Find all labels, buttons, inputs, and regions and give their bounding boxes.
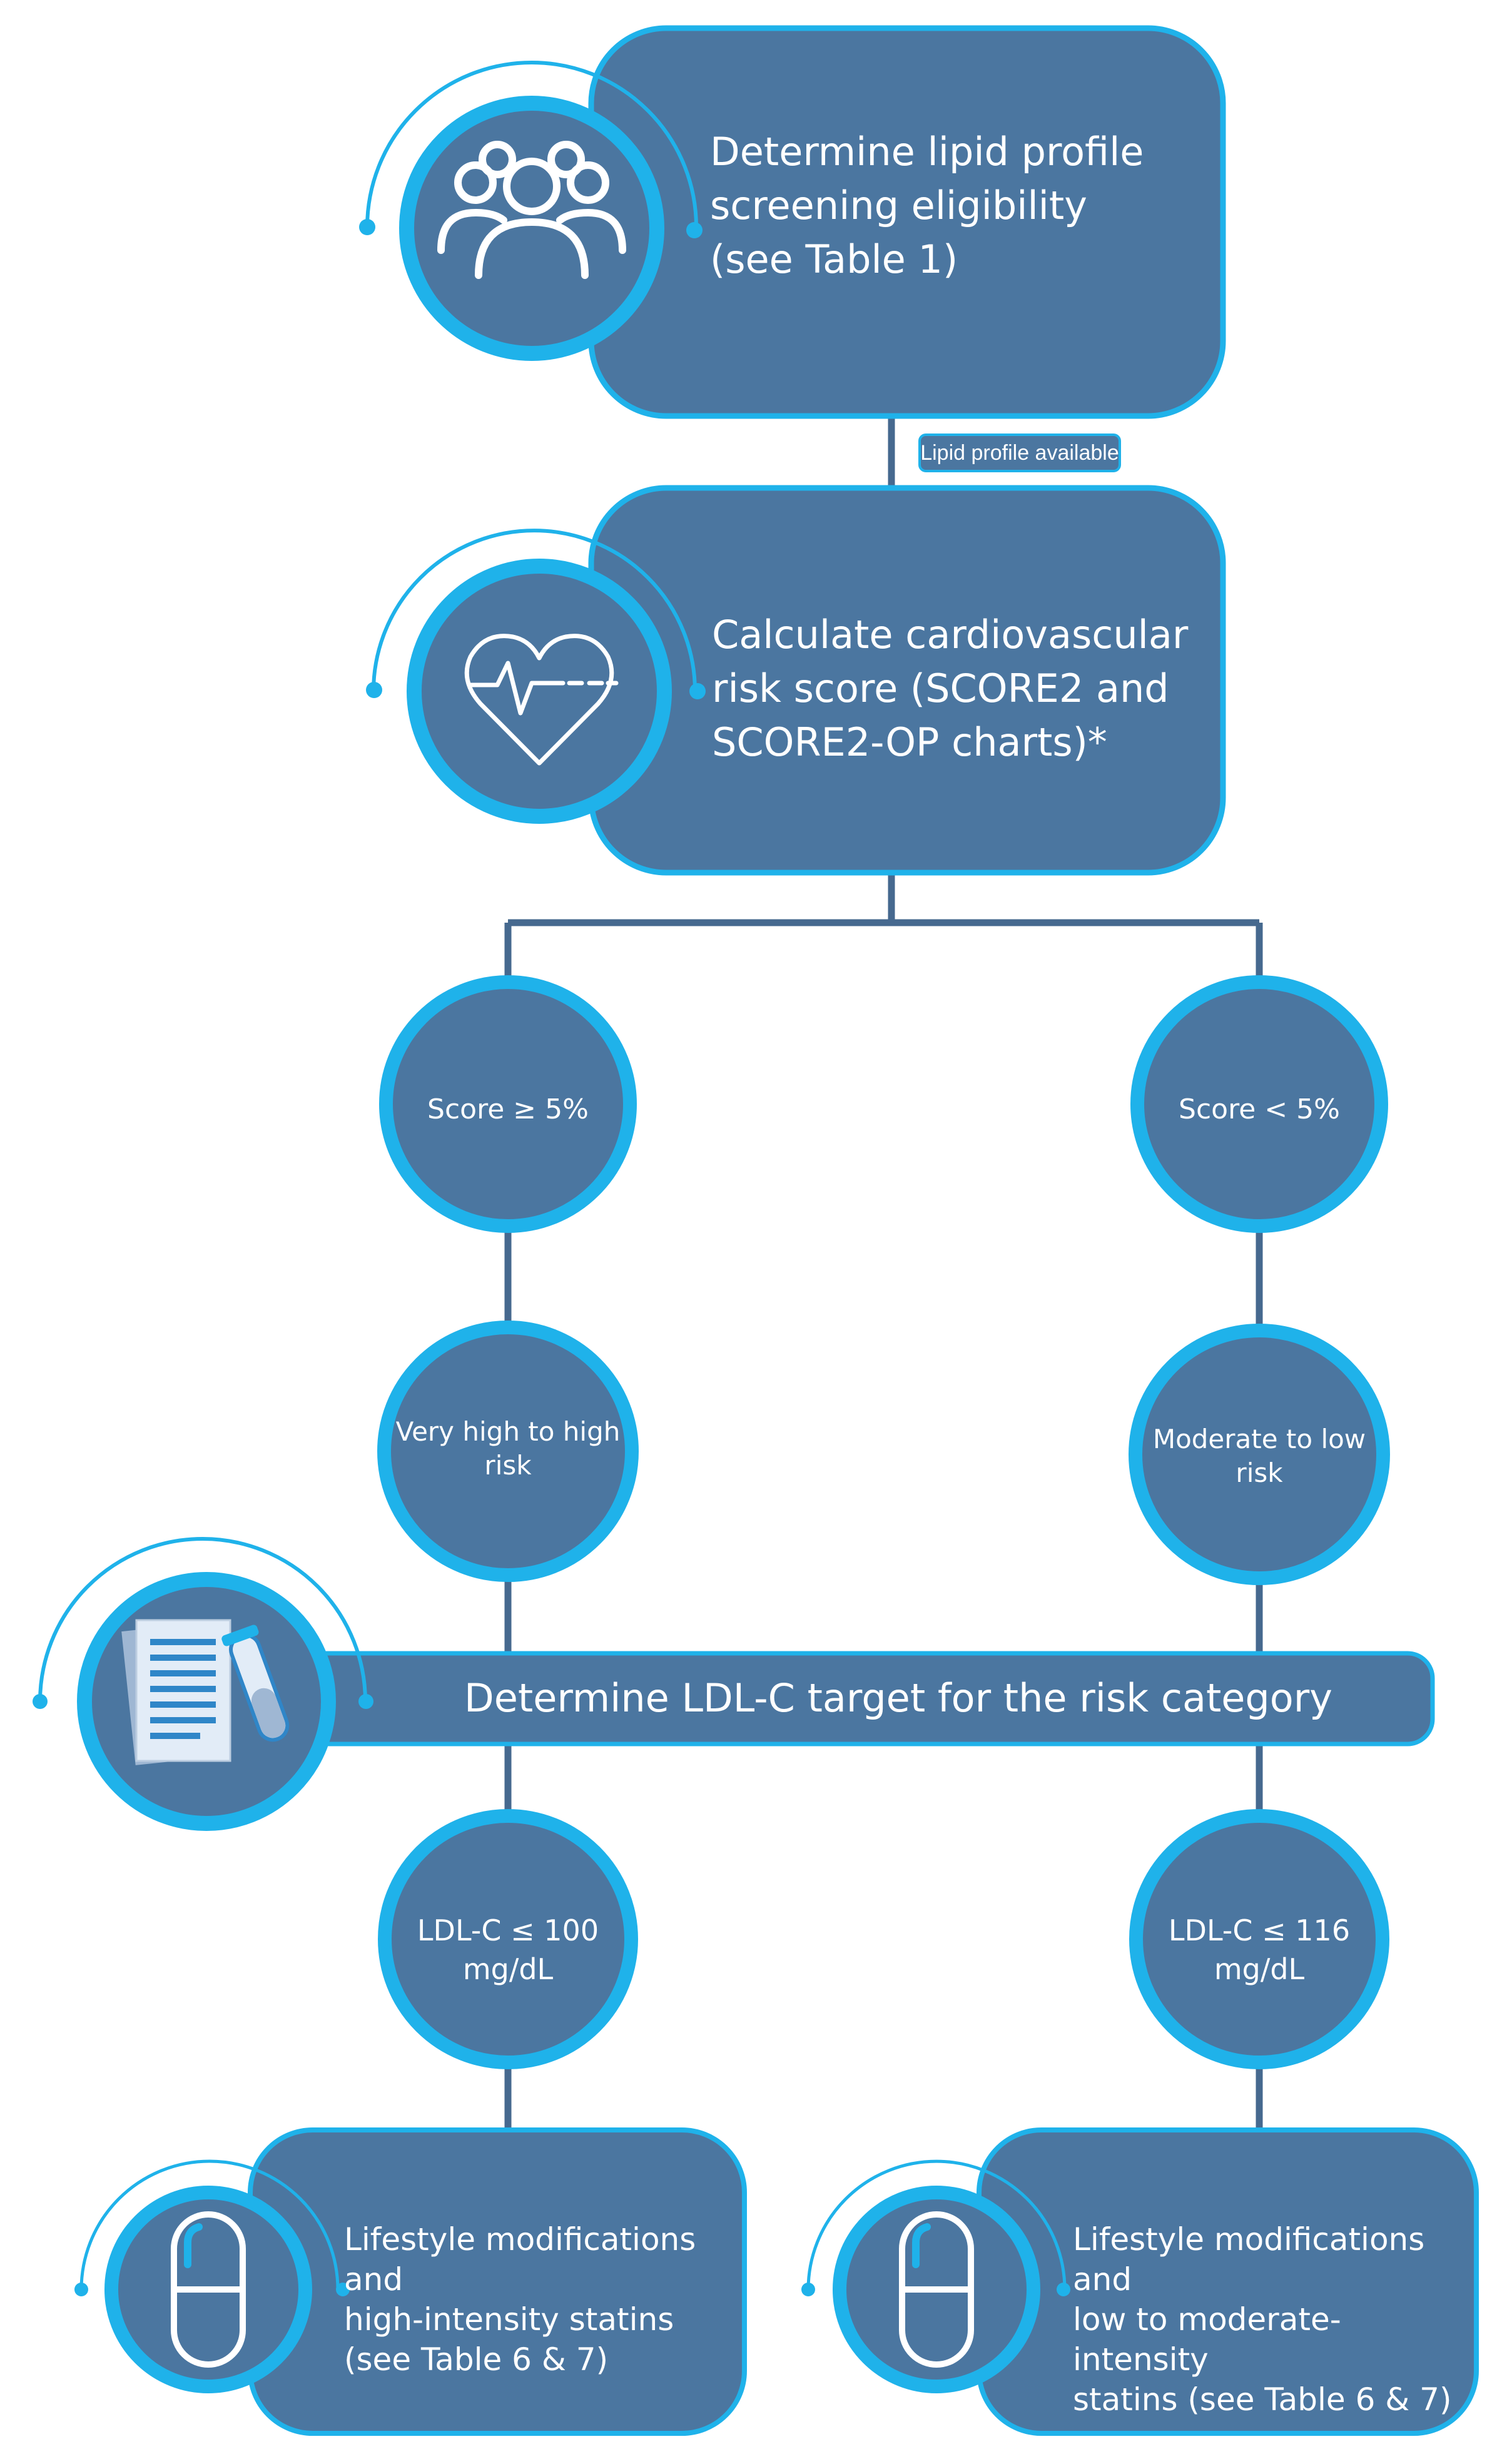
ldl-arc-dot-left: [33, 1694, 48, 1709]
screening-text: Determine lipid profile screening eligib…: [710, 125, 1210, 286]
people-group-icon: [437, 141, 626, 279]
treatment-right-accent-arc: [806, 2159, 1067, 2290]
risk-left-circle: [377, 1321, 639, 1582]
risk-left-label-line: risk: [484, 1450, 532, 1481]
pill-capsule-icon: [899, 2211, 974, 2368]
target-left-circle: [378, 1809, 638, 2069]
treatment-right-arc-dot-right: [1057, 2283, 1070, 2296]
screening-text-line: screening eligibility: [710, 183, 1087, 228]
connector-label-pill: [918, 433, 1121, 472]
risk-score-text-line: SCORE2-OP charts)*: [712, 719, 1107, 765]
risk-arc-dot-right: [689, 683, 706, 699]
target-left-label: LDL-C ≤ 100 mg/dL: [408, 1911, 608, 1989]
ldl-target-label: Determine LDL-C target for the risk cate…: [464, 1675, 1332, 1721]
risk-score-text: Calculate cardiovascular risk score (SCO…: [712, 608, 1212, 769]
connector-label: Lipid profile available: [920, 441, 1119, 465]
risk-right-label-line: Moderate to low: [1152, 1424, 1366, 1454]
risk-left-label: Very high to high risk: [395, 1415, 621, 1483]
lab-report-icon: [121, 1619, 290, 1765]
screening-arc-dot-left: [359, 219, 375, 235]
ldl-accent-arc: [38, 1537, 367, 1702]
treatment-left-accent-arc: [79, 2159, 340, 2290]
heart-pulse-icon: [464, 634, 619, 766]
ldl-target-step: [33, 1537, 1435, 1831]
screening-text-line: (see Table 1): [710, 236, 958, 282]
score-right-circle: [1130, 975, 1388, 1233]
ldl-arc-dot-right: [358, 1694, 373, 1709]
risk-arc-dot-left: [366, 682, 382, 698]
target-right-label-line: mg/dL: [1214, 1952, 1305, 1986]
risk-score-text-line: Calculate cardiovascular: [712, 612, 1189, 657]
risk-right-circle: [1129, 1324, 1390, 1585]
score-left-circle: [379, 975, 637, 1233]
pill-capsule-icon: [171, 2211, 246, 2368]
risk-left-label-line: Very high to high: [395, 1416, 621, 1447]
treatment-right-text: Lifestyle modifications and low to moder…: [1073, 2219, 1473, 2420]
risk-right-label: Moderate to low risk: [1147, 1422, 1372, 1490]
treatment-right-text-line: low to moderate-intensity: [1073, 2301, 1341, 2378]
treatment-left-text-line: high-intensity statins: [344, 2301, 674, 2338]
risk-score-text-line: risk score (SCORE2 and: [712, 666, 1169, 711]
treatment-left-text-line: (see Table 6 & 7): [344, 2341, 609, 2378]
risk-icon-circle: [407, 559, 672, 824]
screening-text-line: Determine lipid profile: [710, 129, 1144, 175]
treatment-left-arc-dot-left: [74, 2283, 88, 2296]
screening-step: [359, 25, 1226, 419]
screening-arc-dot-right: [686, 222, 703, 238]
target-right-label: LDL-C ≤ 116 mg/dL: [1159, 1911, 1359, 1989]
target-right-circle: [1129, 1809, 1389, 2069]
target-right-label-line: LDL-C ≤ 116: [1168, 1914, 1351, 1947]
treatment-left-text-line: Lifestyle modifications and: [344, 2221, 696, 2298]
score-left-label: Score ≥ 5%: [427, 1093, 589, 1125]
treatment-right-text-line: Lifestyle modifications and: [1073, 2221, 1425, 2298]
target-left-label-line: LDL-C ≤ 100: [417, 1914, 599, 1947]
target-left-label-line: mg/dL: [462, 1952, 554, 1986]
risk-accent-arc: [372, 529, 697, 692]
treatment-right-step: [801, 2127, 1479, 2436]
treatment-left-arc-dot-right: [336, 2283, 350, 2296]
risk-right-label-line: risk: [1236, 1458, 1283, 1488]
screening-accent-arc: [365, 61, 698, 228]
risk-score-step: [366, 485, 1226, 876]
treatment-right-text-line: statins (see Table 6 & 7): [1073, 2381, 1452, 2418]
score-right-label: Score < 5%: [1179, 1093, 1340, 1125]
treatment-left-step: [74, 2127, 747, 2436]
treatment-left-text: Lifestyle modifications and high-intensi…: [344, 2219, 744, 2380]
treatment-right-arc-dot-left: [801, 2283, 815, 2296]
